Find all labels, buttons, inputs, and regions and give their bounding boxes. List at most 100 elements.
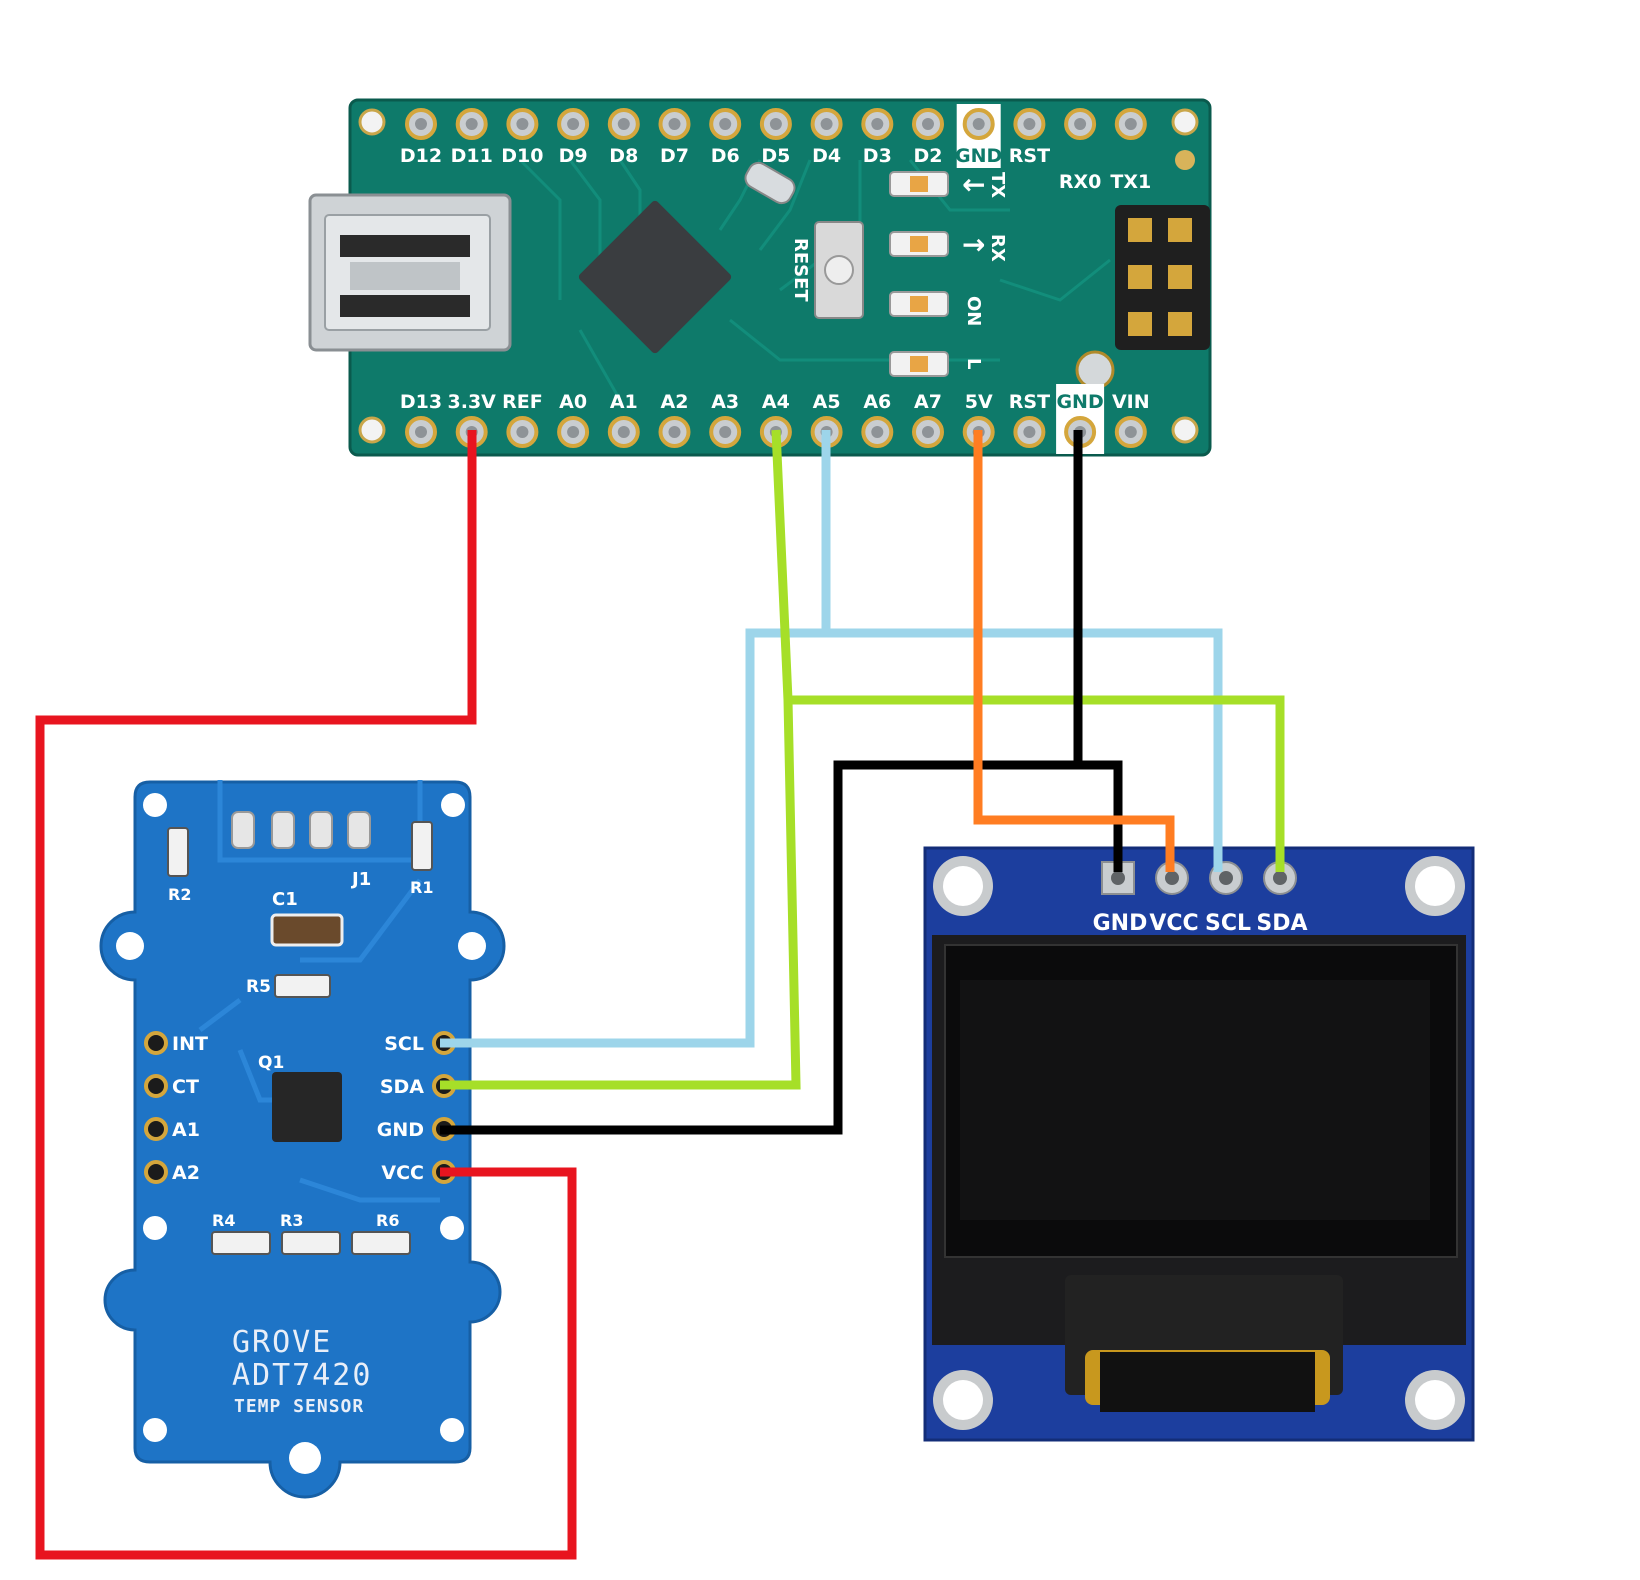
- pin-hole: [617, 118, 630, 130]
- nano-top-pin-rx0: RX0: [1059, 108, 1101, 193]
- nano-bottom-pin-label: A7: [914, 391, 942, 413]
- pin-hole: [1124, 118, 1137, 130]
- nano-bottom-pin-label: 3.3V: [448, 391, 497, 413]
- label-r1: R1: [410, 878, 433, 897]
- wire-a4-sda: [440, 429, 801, 1090]
- grove-pin-int: INT: [144, 1031, 208, 1055]
- nano-bottom-pin-label: A6: [863, 391, 891, 413]
- tx-arrow: ←: [962, 168, 985, 201]
- pin-hole: [1023, 118, 1036, 130]
- grove-pin-a1: A1: [144, 1117, 200, 1141]
- nano-bottom-pin-a6: A6: [861, 391, 894, 448]
- pin-hole: [719, 426, 732, 438]
- nano-bottom-pin-a3: A3: [709, 391, 742, 448]
- nano-top-pin-d7: D7: [658, 108, 691, 167]
- pin-hole: [415, 426, 427, 438]
- nano-top-pin-label: GND: [955, 145, 1002, 167]
- pin-hole: [972, 118, 985, 130]
- c1-capacitor: [270, 913, 344, 947]
- pin-hole: [871, 118, 884, 130]
- nano-top-pin-label: D7: [660, 145, 689, 167]
- nano-bottom-pin-a2: A2: [658, 391, 691, 448]
- pin-hole: [1023, 426, 1036, 438]
- label-q1: Q1: [258, 1053, 284, 1073]
- r1-resistor: [411, 821, 433, 871]
- oled-pin-label: GND: [1093, 911, 1148, 936]
- reset-label: RESET: [790, 238, 811, 302]
- pin-hole: [567, 118, 580, 130]
- nano-bottom-pin-rst: RST: [1009, 391, 1050, 448]
- r2-resistor: [167, 827, 189, 877]
- pin-hole: [719, 118, 732, 130]
- nano-top-pin-gnd: GND: [955, 104, 1002, 168]
- nano-bottom-pin-label: RST: [1009, 391, 1050, 413]
- nano-bottom-pin-ref: REF: [502, 391, 543, 448]
- label-r3: R3: [280, 1211, 303, 1230]
- nano-top-pin-label: D4: [812, 145, 841, 167]
- nano-top-pin-d4: D4: [810, 108, 843, 167]
- nano-bottom-pin-label: A5: [813, 391, 841, 413]
- wire-5v-vcc: [973, 430, 1175, 872]
- grove-pin-label: CT: [172, 1076, 199, 1098]
- grove-pin-label: SCL: [384, 1033, 424, 1055]
- nano-mount-hole: [1175, 150, 1195, 170]
- pin-hole: [922, 426, 934, 438]
- nano-top-pin-label: D10: [501, 145, 543, 167]
- label-j1: J1: [350, 869, 371, 890]
- nano-mount-hole: [1171, 108, 1199, 136]
- nano-mount-hole: [358, 108, 386, 136]
- label-r5: R5: [246, 977, 271, 997]
- nano-top-pin-label: D12: [400, 145, 442, 167]
- nano-top-pin-d11: D11: [451, 108, 493, 167]
- nano-top-pin-d6: D6: [709, 108, 742, 167]
- pin-hole: [769, 118, 782, 130]
- pin-hole: [1111, 871, 1125, 885]
- grove-pin-label: A1: [172, 1119, 200, 1141]
- nano-top-pin-label: D11: [451, 145, 493, 167]
- nano-bottom-pin-label: GND: [1056, 391, 1103, 413]
- nano-top-pin-label: D5: [761, 145, 790, 167]
- grove-model: ADT7420: [232, 1358, 372, 1393]
- grove-mount-holes: [116, 793, 486, 1474]
- nano-top-pin-d8: D8: [607, 108, 640, 167]
- nano-top-pin-label: D2: [914, 145, 943, 167]
- nano-top-pin-label: RST: [1009, 145, 1050, 167]
- r6-resistor: [351, 1231, 411, 1255]
- nano-bottom-pin-label: 5V: [965, 391, 993, 413]
- reset-button: [814, 221, 864, 319]
- nano-top-pin-label: D6: [711, 145, 740, 167]
- status-leds: [889, 171, 949, 377]
- pin-hole: [820, 118, 833, 130]
- nano-bottom-pin-d13: D13: [400, 391, 442, 448]
- pin-hole: [668, 426, 681, 438]
- oled-pin-vcc: VCC: [1149, 861, 1199, 936]
- nano-top-pin-label: D8: [609, 145, 638, 167]
- rx-arrow: →: [962, 228, 985, 261]
- icsp-header: [1115, 205, 1210, 350]
- nano-top-pin-d10: D10: [501, 108, 544, 167]
- nano-top-pin-d5: D5: [759, 108, 792, 167]
- nano-bottom-pin-label: VIN: [1112, 391, 1150, 413]
- pin-pad: [144, 1031, 168, 1055]
- pin-hole: [516, 118, 529, 130]
- nano-bottom-pin-label: A0: [559, 391, 587, 413]
- label-r2: R2: [168, 885, 191, 904]
- label-c1: C1: [272, 889, 298, 910]
- nano-bottom-pin-label: A1: [610, 391, 638, 413]
- grove-pin-a2: A2: [144, 1160, 200, 1184]
- wires: [35, 429, 1285, 1560]
- led-label-on: ON: [963, 296, 984, 326]
- led-label-rx: RX: [987, 234, 1008, 262]
- led-label-l: L: [963, 358, 984, 369]
- nano-bottom-pin-vin: VIN: [1112, 391, 1150, 448]
- label-r4: R4: [212, 1211, 235, 1230]
- nano-top-pin-tx1: TX1: [1110, 108, 1151, 193]
- label-r6: R6: [376, 1211, 399, 1230]
- gnd-mount-pad: [1075, 350, 1115, 390]
